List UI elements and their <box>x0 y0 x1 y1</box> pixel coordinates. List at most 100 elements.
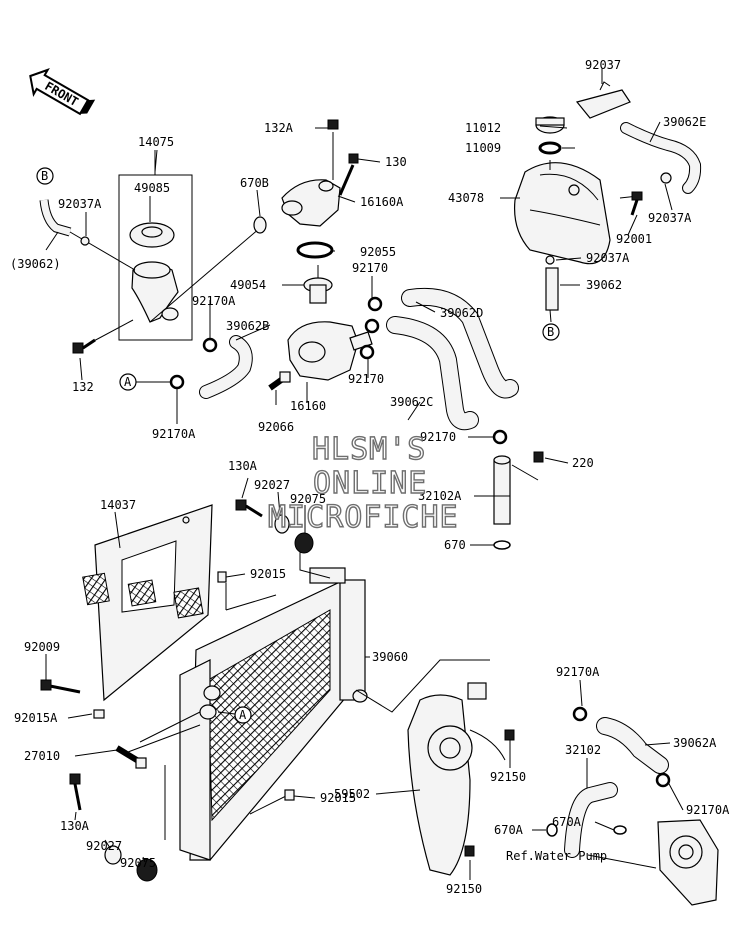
watermark-line-3: MICROFICHE <box>268 500 459 535</box>
sensor-27010 <box>135 757 147 769</box>
label-16160A: 16160A <box>360 195 404 209</box>
label-92037A-c: 92037A <box>586 251 630 265</box>
bolt-132A-top <box>327 119 339 130</box>
callout-A-label: A <box>124 375 132 389</box>
bolt-220 <box>533 451 544 463</box>
thermostat-cover <box>281 119 359 304</box>
label-92055: 92055 <box>360 245 396 259</box>
label-92150-b: 92150 <box>446 882 482 896</box>
bracket-92037 <box>575 89 631 119</box>
ref-water-pump <box>657 819 719 906</box>
label-49085: 49085 <box>134 181 170 195</box>
label-130: 130 <box>385 155 407 169</box>
label-670A: 670A <box>494 823 524 837</box>
label-11009: 11009 <box>465 141 501 155</box>
label-92170: 92170 <box>352 261 388 275</box>
label-92009: 92009 <box>24 640 60 654</box>
thermostat-49054 <box>303 265 333 304</box>
collar-92027-bottom <box>104 845 122 865</box>
hose-39062D <box>402 288 518 398</box>
water-pipe-32102A <box>492 429 544 550</box>
label-92170A-c: 92170A <box>556 665 600 679</box>
callout-B-label: B <box>547 325 554 339</box>
label-220: 220 <box>572 456 594 470</box>
label-130A-b: 130A <box>60 819 90 833</box>
label-92170-c: 92170 <box>420 430 456 444</box>
filler-neck-group <box>39 150 267 354</box>
label-92066: 92066 <box>258 420 294 434</box>
label-ref-water-pump: Ref.Water Pump <box>506 849 607 863</box>
label-670A-b: 670A <box>552 815 582 829</box>
label-39060: 39060 <box>372 650 408 664</box>
part-labels: 14075 49085 92037A (39062) 670B 132A 130… <box>10 58 730 896</box>
label-92170A-b: 92170A <box>152 427 196 441</box>
label-92027-b: 92027 <box>86 839 122 853</box>
watermark-line-2: ONLINE <box>313 466 427 501</box>
label-92027: 92027 <box>254 478 290 492</box>
label-92170-b: 92170 <box>348 372 384 386</box>
label-92075: 92075 <box>290 492 326 506</box>
label-59502: 59502 <box>334 787 370 801</box>
bolt-132 <box>72 338 96 354</box>
bolt-130A-bottom <box>69 773 81 785</box>
label-32102A: 32102A <box>418 489 462 503</box>
seal-11009 <box>538 141 562 155</box>
watermark: HLSM'S ONLINE MICROFICHE <box>267 431 459 535</box>
label-49054: 49054 <box>230 278 266 292</box>
reserve-tank <box>513 116 643 265</box>
clip-92015-a <box>217 571 227 583</box>
front-label: FRONT <box>42 79 80 109</box>
label-43078: 43078 <box>448 191 484 205</box>
label-92150: 92150 <box>490 770 526 784</box>
label-92015: 92015 <box>250 567 286 581</box>
hose-39062 <box>545 267 559 311</box>
hose-39062B <box>200 336 252 398</box>
label-14037: 14037 <box>100 498 136 512</box>
label-27010: 27010 <box>24 749 60 763</box>
gasket-92055 <box>296 241 334 259</box>
label-92075-b: 92075 <box>120 856 156 870</box>
bolt-92150-a <box>504 729 515 741</box>
clamp-92170A <box>169 374 185 390</box>
label-39062A: 39062A <box>673 736 717 750</box>
clip-92015-b <box>284 789 295 801</box>
thermostat-housing <box>268 296 383 391</box>
leader-lines <box>45 68 684 880</box>
label-92170A: 92170A <box>192 294 236 308</box>
bolt-92150-b <box>464 845 475 857</box>
radiator <box>179 567 368 861</box>
label-14075: 14075 <box>138 135 174 149</box>
label-132: 132 <box>72 380 94 394</box>
label-92001: 92001 <box>616 232 652 246</box>
oring-670A-b <box>613 825 627 835</box>
label-39062D: 39062D <box>440 306 483 320</box>
water-pump <box>407 682 515 876</box>
bolt-130A-top <box>235 499 263 518</box>
label-92037: 92037 <box>585 58 621 72</box>
label-39062: 39062 <box>586 278 622 292</box>
label-92037A-b: 92037A <box>648 211 692 225</box>
label-670: 670 <box>444 538 466 552</box>
oring-670 <box>493 540 511 550</box>
callout-A-label: A <box>239 708 247 722</box>
pipe-32102 <box>565 783 617 857</box>
oring-670A-a <box>546 823 558 837</box>
callout-A-hose: A <box>119 373 137 391</box>
label-130A: 130A <box>228 459 258 473</box>
label-92170A-d: 92170A <box>686 803 730 817</box>
grommet-92075-top <box>294 532 314 554</box>
bolt-130 <box>348 153 359 164</box>
hose-39062C <box>387 317 478 430</box>
label-39062E: 39062E <box>663 115 706 129</box>
radiator-shroud <box>82 504 213 702</box>
hose-39062E <box>621 123 701 193</box>
collar-92027-top <box>274 514 290 534</box>
label-670B: 670B <box>240 176 269 190</box>
label-92015-b: 92015 <box>320 791 356 805</box>
callout-B-label: B <box>41 169 48 183</box>
grommet-92075-bottom <box>136 858 158 882</box>
callout-A-radiator: A <box>234 706 252 724</box>
label-39062-paren: (39062) <box>10 257 61 271</box>
label-39062B: 39062B <box>226 319 269 333</box>
